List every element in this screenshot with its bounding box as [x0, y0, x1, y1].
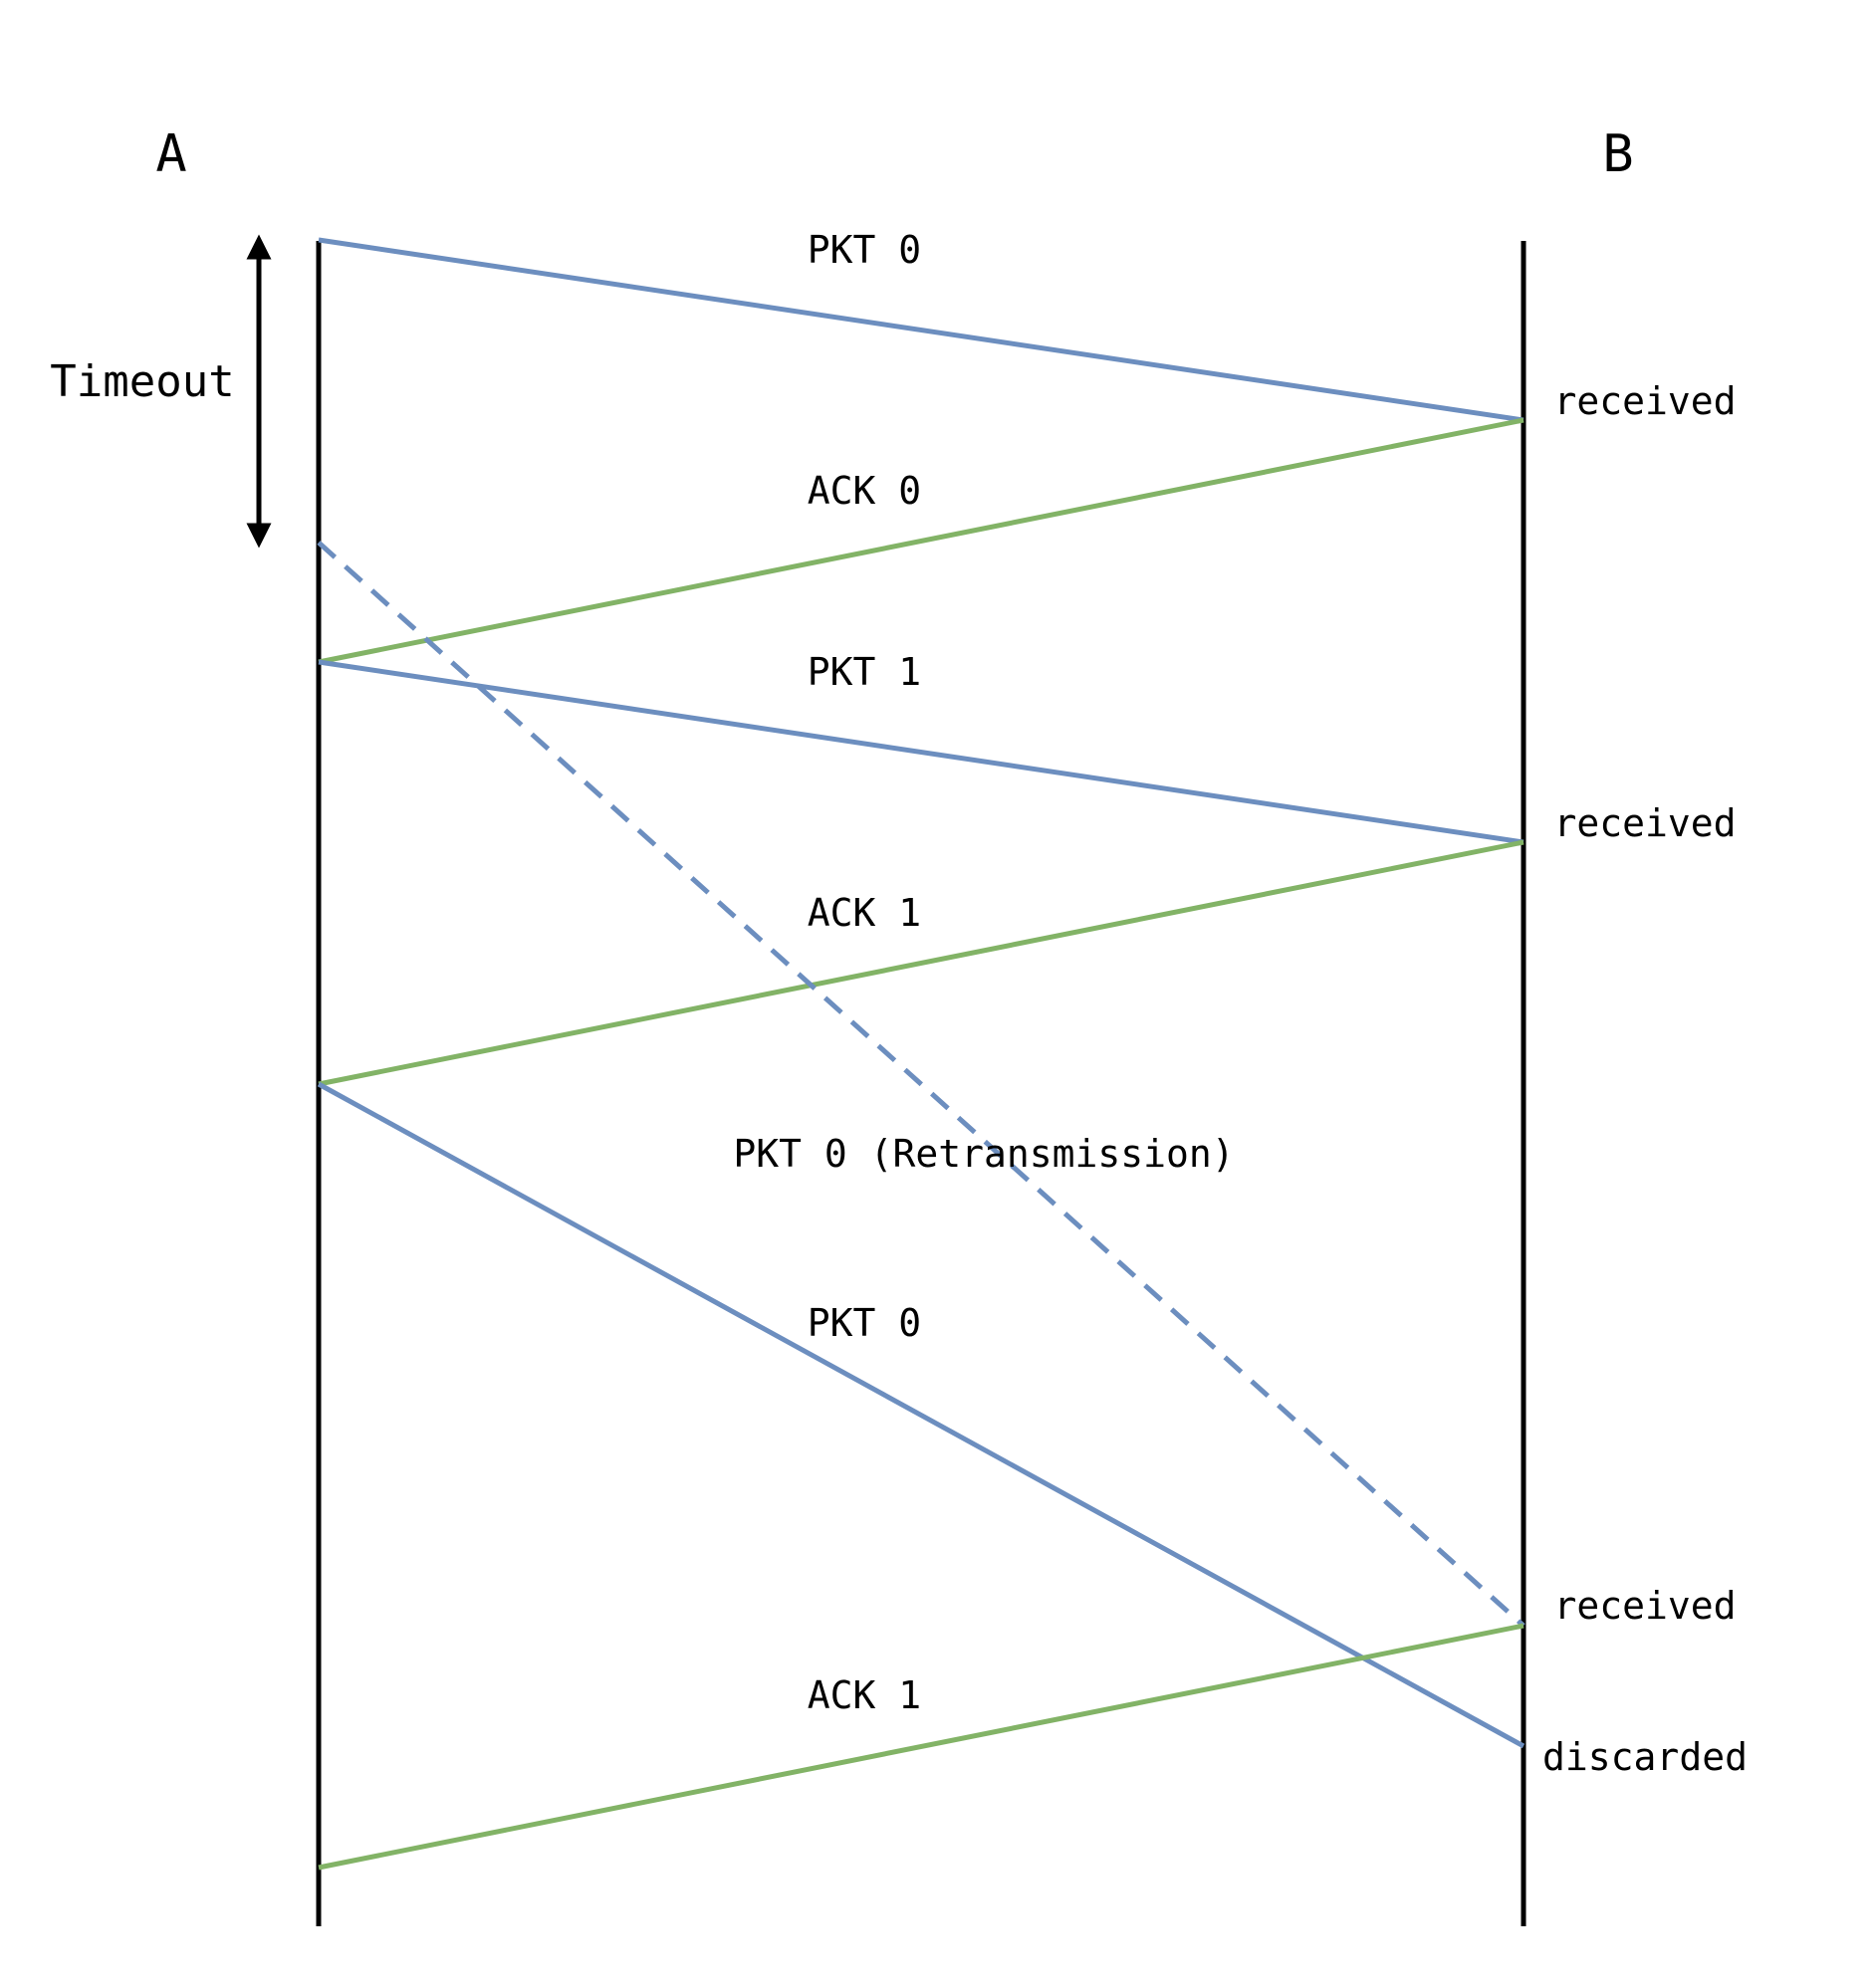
message-ack1-line: [318, 839, 1524, 1087]
event-received-pkt0: received: [1553, 379, 1736, 423]
entity-b-label: B: [1602, 124, 1633, 184]
timeout-label: Timeout: [50, 356, 234, 407]
message-pkt0-late-line: [317, 1081, 1525, 1749]
event-discarded-pkt0: discarded: [1542, 1735, 1748, 1779]
message-pkt0-retransmission-line: [317, 541, 1525, 1628]
message-pkt0-line: [318, 237, 1524, 423]
message-pkt0-retransmission-label: PKT 0 (Retransmission): [733, 1132, 1234, 1176]
event-received-retransmission: received: [1553, 1584, 1736, 1628]
entity-a-label: A: [155, 124, 186, 184]
message-ack1-label: ACK 1: [808, 891, 921, 935]
message-ack1-final-label: ACK 1: [808, 1673, 921, 1717]
message-ack0-line: [318, 417, 1524, 665]
message-ack1-final-line: [318, 1623, 1524, 1871]
message-pkt1-line: [318, 659, 1524, 845]
message-pkt1-label: PKT 1: [808, 650, 921, 694]
message-pkt0-label: PKT 0: [808, 228, 921, 272]
event-received-pkt1: received: [1553, 801, 1736, 845]
message-ack0-label: ACK 0: [808, 469, 921, 513]
message-pkt0-late-label: PKT 0: [808, 1301, 921, 1345]
